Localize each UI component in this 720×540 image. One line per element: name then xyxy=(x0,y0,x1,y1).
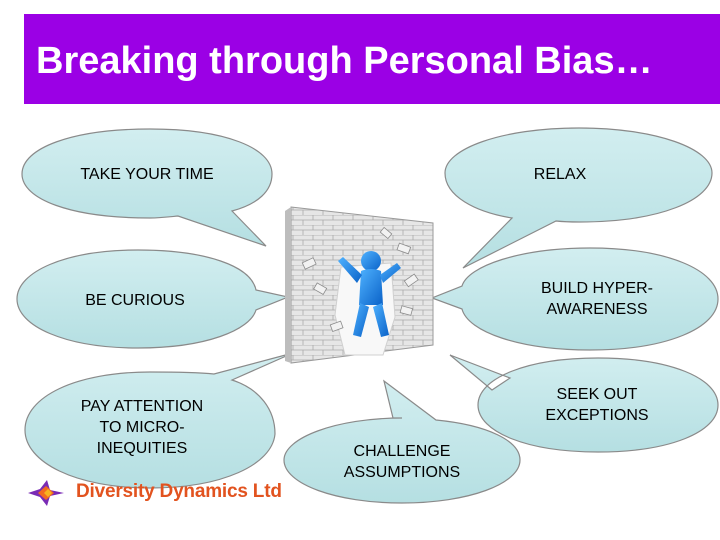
bubble-be-curious xyxy=(16,249,291,349)
diversity-dynamics-logo: Diversity Dynamics Ltd xyxy=(24,478,282,508)
diversity-star-logo-icon xyxy=(28,480,64,506)
bubble-seek-out-exceptions xyxy=(449,354,719,453)
label-line: CHALLENGE xyxy=(353,443,451,460)
figure-breaking-wall-icon xyxy=(285,206,434,364)
label-line: BUILD HYPER- xyxy=(540,280,654,297)
bubble-challenge-assumptions xyxy=(283,379,521,504)
label-line: INEQUITIES xyxy=(96,440,188,457)
label-line: SEEK OUT xyxy=(556,386,638,403)
label-pay-attention: PAY ATTENTION TO MICRO- INEQUITIES xyxy=(57,396,227,459)
bubble-take-your-time xyxy=(21,128,273,247)
label-be-curious: BE CURIOUS xyxy=(85,292,185,309)
bubble-pay-attention xyxy=(24,352,294,489)
label-line: TO MICRO- xyxy=(99,419,185,436)
label-line: EXCEPTIONS xyxy=(545,407,649,424)
bubble-build-hyper-awareness xyxy=(430,247,719,351)
bubble-relax xyxy=(444,127,713,269)
logo-text: Diversity Dynamics Ltd xyxy=(76,481,282,502)
title-banner: Breaking through Personal Bias… xyxy=(24,14,720,104)
slide-title: Breaking through Personal Bias… xyxy=(36,40,653,82)
label-take-your-time: TAKE YOUR TIME xyxy=(80,166,214,183)
label-relax: RELAX xyxy=(533,166,587,183)
label-line: ASSUMPTIONS xyxy=(343,464,461,481)
label-line: PAY ATTENTION xyxy=(80,398,204,415)
label-challenge-assumptions: CHALLENGE ASSUMPTIONS xyxy=(322,441,482,483)
label-seek-out-exceptions: SEEK OUT EXCEPTIONS xyxy=(522,384,672,426)
label-line: AWARENESS xyxy=(546,301,648,318)
label-build-hyper-awareness: BUILD HYPER- AWARENESS xyxy=(522,278,672,320)
